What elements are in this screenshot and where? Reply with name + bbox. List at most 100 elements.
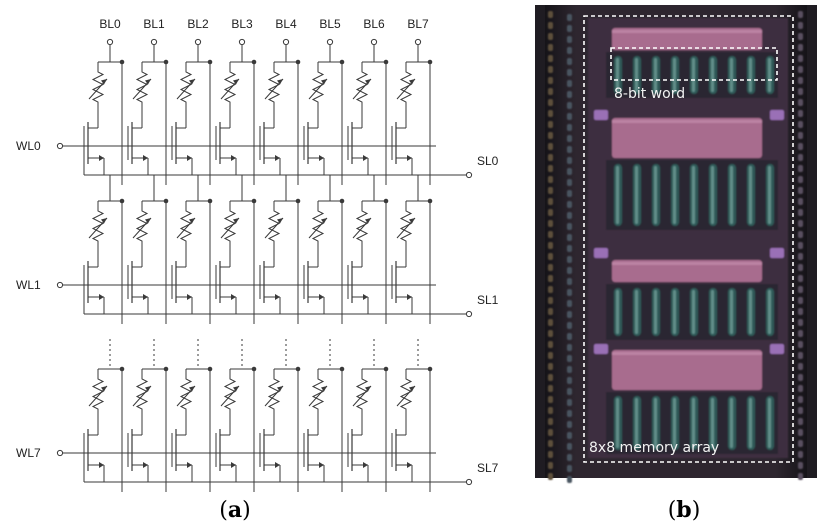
sourceline-terminal	[465, 310, 473, 318]
via	[567, 157, 572, 164]
via	[548, 418, 553, 425]
via	[567, 190, 572, 197]
via	[548, 154, 553, 161]
via	[798, 451, 803, 458]
transistor-arrow	[275, 294, 280, 300]
via	[567, 366, 572, 373]
memory-cell-highlight	[692, 58, 695, 92]
via	[567, 267, 572, 274]
contact-pad	[770, 344, 784, 354]
wordline-label: WL0	[16, 139, 41, 153]
transistor-arrow	[99, 155, 104, 161]
via	[548, 110, 553, 117]
wordline-terminal	[56, 281, 64, 289]
bitline-terminal	[150, 38, 158, 46]
variable-arrow-head	[233, 79, 239, 85]
transistor-arrow	[407, 462, 412, 468]
via	[798, 385, 803, 392]
transistor-arrow	[143, 294, 148, 300]
via	[567, 146, 572, 153]
metal-strip	[612, 28, 762, 50]
memory-cell-highlight	[749, 166, 752, 224]
memory-cell-highlight	[635, 398, 638, 448]
memory-cell-highlight	[692, 290, 695, 334]
bitline-label: BL1	[143, 17, 165, 31]
via	[798, 88, 803, 95]
memristor	[311, 369, 325, 421]
sourceline-terminal	[465, 478, 473, 486]
via	[798, 374, 803, 381]
memory-cell-highlight	[711, 58, 714, 92]
bitline-terminal	[282, 38, 290, 46]
memristor	[179, 369, 193, 421]
memory-cell	[347, 175, 389, 324]
array-label: 8x8 memory array	[589, 440, 719, 456]
variable-arrow-head	[365, 218, 371, 224]
via	[567, 454, 572, 461]
via	[798, 44, 803, 51]
via	[548, 473, 553, 480]
memory-cell	[171, 45, 213, 185]
wordline-label: WL1	[16, 278, 41, 292]
variable-arrow-head	[189, 386, 195, 392]
via	[567, 234, 572, 241]
via	[798, 77, 803, 84]
bitline-label: BL5	[319, 17, 341, 31]
via	[798, 473, 803, 480]
memory-cell	[215, 339, 257, 492]
memristor	[179, 201, 193, 253]
memristor	[91, 201, 105, 253]
via	[798, 132, 803, 139]
transistor-arrow	[143, 462, 148, 468]
via	[798, 286, 803, 293]
via-columns	[548, 11, 803, 483]
via	[798, 308, 803, 315]
via	[798, 407, 803, 414]
memory-cell-highlight	[768, 166, 771, 224]
memory-cell-highlight	[749, 290, 752, 334]
memristor	[267, 62, 281, 114]
via	[548, 88, 553, 95]
via	[548, 407, 553, 414]
via	[798, 143, 803, 150]
memory-cell	[391, 175, 433, 324]
via	[798, 297, 803, 304]
memory-cell-highlight	[768, 58, 771, 92]
variable-arrow-head	[409, 79, 415, 85]
metal-highlight	[612, 262, 762, 265]
via	[548, 44, 553, 51]
memory-cell-highlight	[635, 58, 638, 92]
memory-cell-highlight	[635, 290, 638, 334]
memristor	[223, 62, 237, 114]
memory-cell	[171, 339, 213, 492]
via	[798, 110, 803, 117]
bitline-label: BL7	[407, 17, 429, 31]
contact-pad	[594, 248, 608, 258]
via	[567, 245, 572, 252]
metal-highlight	[612, 30, 762, 33]
bitline-terminal	[194, 38, 202, 46]
via	[567, 179, 572, 186]
memory-cell-highlight	[673, 290, 676, 334]
memristor	[311, 201, 325, 253]
bitline-terminal	[238, 38, 246, 46]
via	[798, 33, 803, 40]
via	[798, 341, 803, 348]
memory-cell	[259, 45, 301, 185]
via	[798, 187, 803, 194]
variable-arrow-head	[145, 386, 151, 392]
via	[548, 11, 553, 18]
via	[548, 253, 553, 260]
via	[567, 201, 572, 208]
memristor	[267, 201, 281, 253]
via	[567, 421, 572, 428]
via	[567, 91, 572, 98]
via	[548, 341, 553, 348]
via	[798, 121, 803, 128]
via	[567, 322, 572, 329]
via	[548, 22, 553, 29]
memory-cell-highlight	[616, 290, 619, 334]
transistor-arrow	[231, 462, 236, 468]
